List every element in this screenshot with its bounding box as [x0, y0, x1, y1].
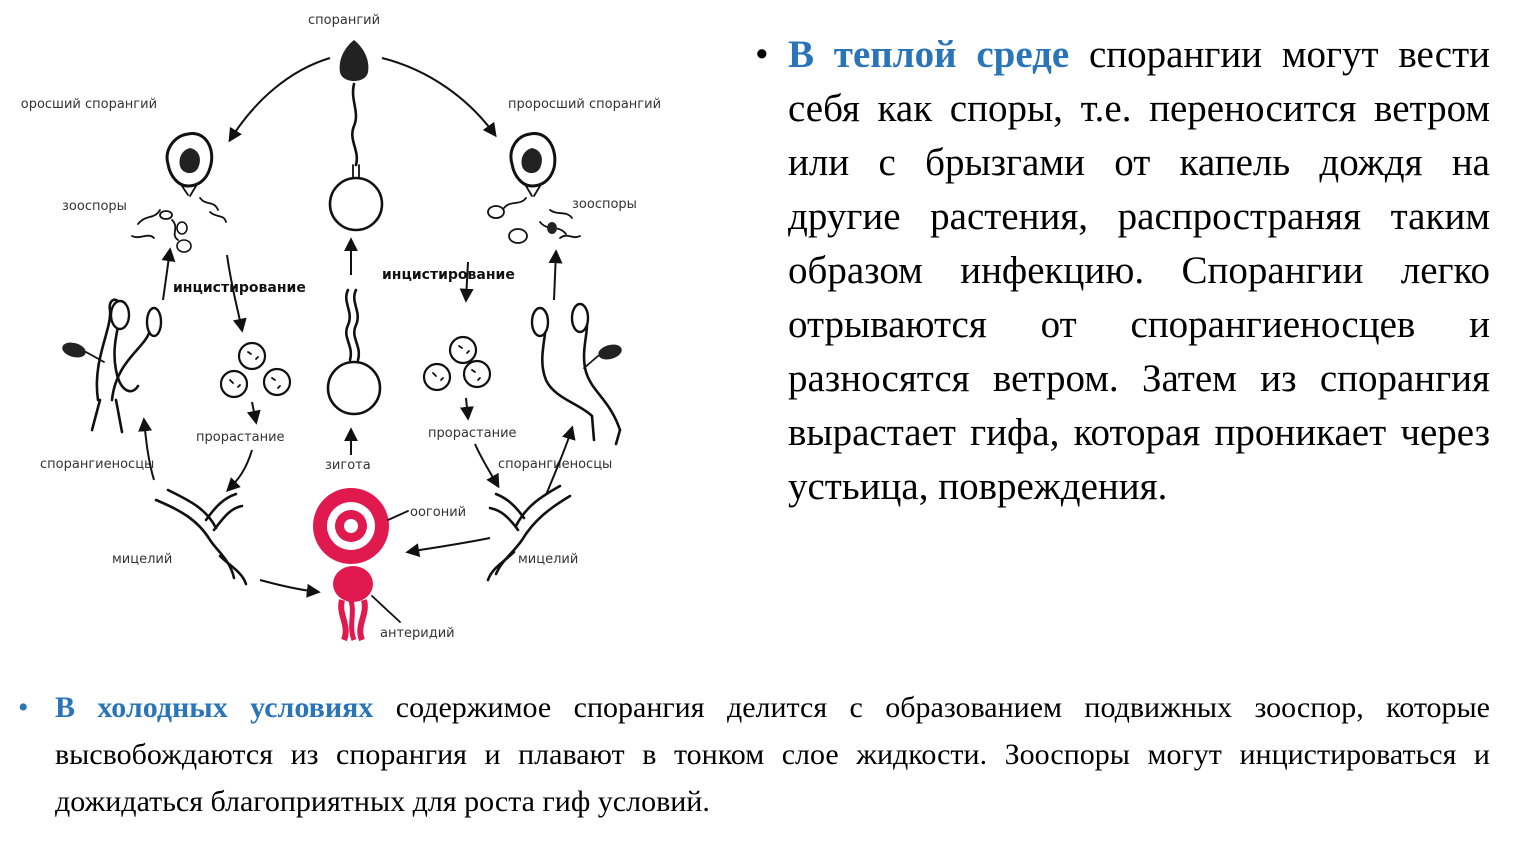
top-sporangium: [339, 40, 369, 167]
label-zoospores-right: зооспоры: [572, 197, 637, 212]
arrow-right-cysts-down: [459, 397, 474, 421]
warm-highlight: В теплой среде: [788, 33, 1070, 76]
warm-text: спорангии могут вести себя как споры, т.…: [788, 33, 1491, 508]
label-germination-left: прорастание: [196, 430, 285, 445]
arrow-left-up-to-zoospores: [161, 247, 176, 301]
label-mycelium-right: мицелий: [518, 552, 578, 567]
arrow-top-right: [381, 57, 497, 138]
label-sporangiophores-left: спорангиеносцы: [40, 457, 154, 472]
label-zoospores-left: зооспоры: [62, 199, 127, 214]
label-encystment-left: инцистирование: [173, 280, 306, 296]
arrow-right-to-cysts: [459, 261, 474, 303]
label-encystment-right: инцистирование: [382, 267, 515, 283]
zoospores-right: [487, 197, 581, 244]
pointer-antheridium: [371, 595, 401, 623]
label-sporangium: спорангий: [308, 13, 380, 28]
cold-highlight: В холодных условиях: [55, 691, 374, 724]
arrow-right-sporangiophores-up: [545, 425, 576, 496]
cold-conditions-paragraph: • В холодных условиях содержимое споранг…: [18, 684, 1490, 825]
mycelium-left: [154, 488, 248, 586]
oogonium: [313, 488, 389, 564]
mycelium-right: [486, 484, 572, 582]
arrow-left-germination-down: [226, 449, 253, 492]
label-sporangiophores-right: спорангиеносцы: [498, 457, 612, 472]
cold-text: содержимое спорангия делится с образован…: [55, 691, 1491, 818]
sporangiophores-right: [530, 302, 622, 446]
arrow-right-germination-down: [474, 443, 500, 489]
sporangiophores-left: [62, 298, 163, 434]
label-germinated-sporangium-left: проросший спорангий: [20, 97, 157, 112]
label-oogonium: оогоний: [410, 505, 466, 520]
label-germination-right: прорастание: [428, 426, 517, 441]
bullet: •: [755, 33, 769, 76]
label-zygote: зигота: [325, 458, 371, 473]
germinated-sporangium-right: [509, 132, 557, 197]
arrow-left-sporangiophores-up: [138, 417, 155, 481]
label-germinated-sporangium-right: проросший спорангий: [508, 97, 661, 112]
label-mycelium-left: мицелий: [112, 552, 172, 567]
central-germ-tube-lower: [326, 288, 382, 416]
arrow-top-left: [228, 57, 331, 143]
cysts-right: [422, 335, 492, 392]
label-antheridium: антеридий: [380, 626, 455, 641]
arrow-left-cysts-down: [246, 401, 261, 425]
germinated-sporangium-left: [165, 132, 214, 197]
antheridium: [333, 566, 373, 642]
pointer-oogonium: [387, 510, 409, 521]
arrow-right-mycelium-to-oogonium: [405, 537, 491, 558]
central-germ-tube-top: [328, 164, 384, 232]
arrow-left-to-cysts: [226, 254, 247, 333]
arrow-left-mycelium-to-antheridium: [259, 579, 321, 598]
cysts-left: [219, 341, 292, 399]
warm-conditions-paragraph: • В теплой среде спорангии могут вести с…: [755, 28, 1490, 514]
zoospores-left: [131, 197, 227, 253]
arrow-right-up-to-zoospores: [548, 249, 563, 301]
bullet: •: [18, 691, 29, 724]
phytophthora-life-cycle-diagram: спорангий зигота оогоний антеридий проро…: [20, 13, 661, 642]
